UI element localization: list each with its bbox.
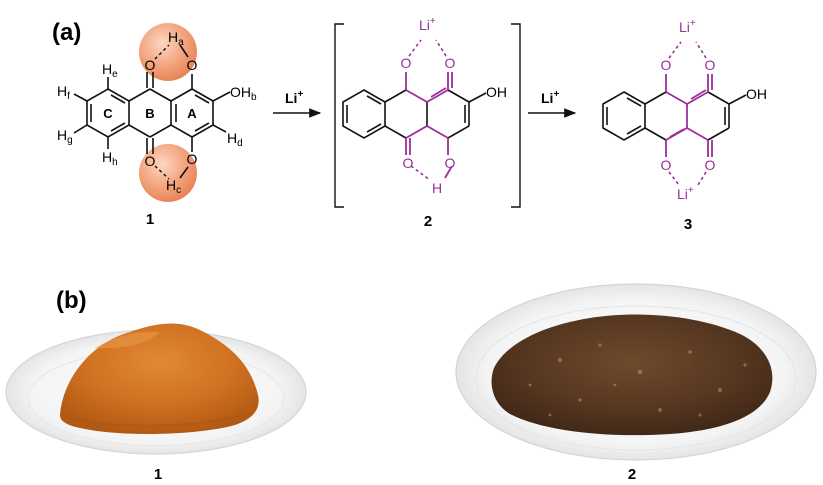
compound-3-highlighted-atoms: O O O O Li+ Li+ [661, 18, 716, 202]
c2-oxygen-top-right: O [445, 55, 456, 71]
powder-orange [60, 323, 259, 434]
c1-hydroxyl-b: OHb [230, 84, 257, 103]
compound-2-structure: O O O O H Li+ OH 2 [334, 16, 521, 230]
c1-hydrogen-f: Hf [57, 83, 70, 102]
compound-1-number: 1 [146, 211, 154, 228]
photo-1-label: 1 [154, 466, 162, 483]
c2-lithium: Li+ [419, 16, 436, 33]
panel-label-b: (b) [56, 287, 87, 314]
compound-3-bonds [602, 91, 747, 141]
compound-2-highlighted-atoms: O O O O H Li+ [401, 16, 456, 196]
c3-lithium-bottom: Li+ [677, 185, 694, 202]
compound-3-structure: O O O O Li+ Li+ OH 3 [602, 18, 767, 233]
c3-oxygen-top-left: O [661, 57, 672, 73]
c1-hydrogen-c: Hc [166, 177, 181, 196]
c2-oxygen-bottom-right: O [445, 155, 456, 171]
compound-2-brackets [334, 23, 521, 208]
c1-hydrogen-h: Hh [102, 149, 118, 168]
c3-oxygen-top-right: O [705, 57, 716, 73]
c1-hydrogen-d: Hd [227, 130, 243, 149]
petri-dish-2-rim [475, 305, 797, 451]
reaction-arrow-1: Li+ [273, 89, 322, 118]
c2-oxygen-top-left: O [401, 55, 412, 71]
c3-hydroxyl: OH [746, 86, 767, 102]
c2-hydroxyl: OH [486, 84, 507, 100]
compound-3-coordination-bonds [668, 41, 707, 186]
c1-ring-label-c: C [103, 106, 113, 121]
hydrogen-bond-highlight-bottom [139, 144, 197, 202]
compound-3-highlighted-bonds [665, 74, 713, 157]
c1-oxygen-hydroxyl-bottom: O [187, 151, 198, 167]
c3-oxygen-bottom-right: O [705, 157, 716, 173]
c1-oxygen-carbonyl-bottom: O [145, 153, 156, 169]
compound-1-structure: O O O O Ha Hc OHb Hd He Hf Hg Hh C B A 1 [57, 23, 257, 228]
c1-ring-label-b: B [145, 106, 154, 121]
c2-hydrogen: H [432, 180, 442, 196]
c3-lithium-top: Li+ [679, 18, 696, 35]
c1-hydrogen-g: Hg [57, 127, 73, 146]
c1-ring-label-a: A [187, 106, 197, 121]
compound-3-number: 3 [684, 216, 692, 233]
c1-hydrogen-e: He [102, 61, 118, 80]
reaction-arrow-2: Li+ [528, 89, 577, 118]
c1-oxygen-hydroxyl-top: O [187, 57, 198, 73]
powder-brown [491, 314, 773, 436]
panel-label-a: (a) [52, 19, 81, 46]
compound-2-highlighted-bonds [405, 72, 453, 179]
compound-1-bonds [73, 44, 231, 179]
c3-oxygen-bottom-left: O [661, 157, 672, 173]
arrow-1-reagent: Li+ [285, 89, 303, 106]
compound-2-coordination-bonds [408, 39, 447, 181]
compound-2-number: 2 [424, 213, 432, 230]
arrow-2-reagent: Li+ [541, 89, 559, 106]
compound-2-bonds [342, 89, 487, 139]
hydrogen-bond-highlight-top [139, 23, 197, 81]
photo-2-label: 2 [628, 466, 636, 483]
photo-sample-1: 1 [5, 323, 307, 483]
photo-sample-2: 2 [455, 283, 817, 483]
powder-brown-flecks [528, 343, 747, 417]
c1-hydrogen-a: Ha [168, 29, 184, 48]
c2-oxygen-bottom-left: O [403, 155, 414, 171]
c1-oxygen-carbonyl-top: O [145, 57, 156, 73]
powder-orange-highlight [95, 331, 160, 349]
